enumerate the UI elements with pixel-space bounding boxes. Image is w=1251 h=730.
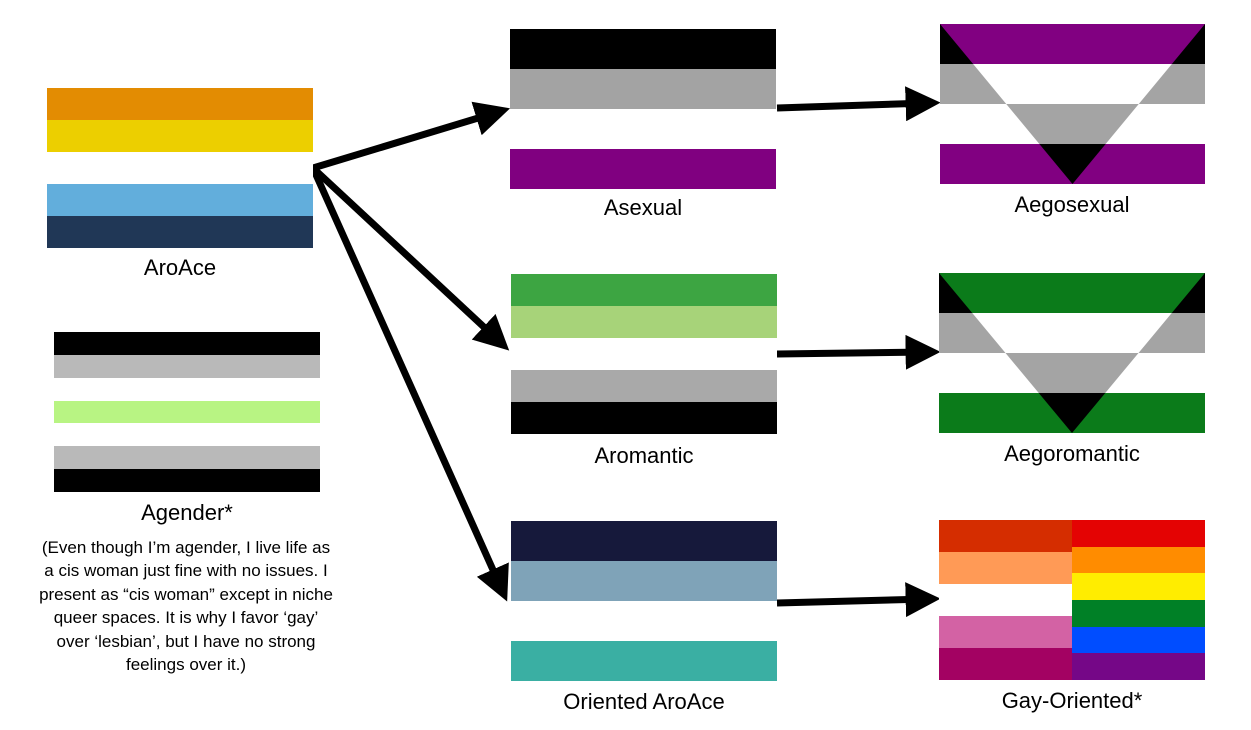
flag-stripe [47, 152, 313, 184]
gay-oriented-flag [939, 520, 1205, 680]
flag-stripe [1072, 599, 1205, 627]
flag-stripe [54, 377, 320, 401]
flag-stripe [511, 561, 777, 601]
flag-stripe [54, 446, 320, 470]
flag-stripe [1072, 626, 1205, 654]
flag-stripe [511, 521, 777, 561]
flag-stripe [511, 274, 777, 306]
flag-stripe [54, 332, 320, 355]
triangle-band [1039, 144, 1106, 184]
flag-stripe [939, 584, 1072, 616]
aegosexual-flag [940, 24, 1205, 184]
triangle-band [1038, 393, 1106, 433]
flag-stripe [510, 29, 776, 69]
triangle-band [939, 273, 1205, 313]
rainbow-flag-half [1072, 520, 1205, 680]
asexual-flag [510, 29, 776, 189]
flag-stripe [511, 641, 777, 681]
triangle-band [1005, 353, 1139, 393]
arrow-aroace-to-oriented-aroace [309, 166, 509, 602]
triangle-band [972, 313, 1172, 353]
triangle-band [1006, 104, 1139, 144]
arrow-aroace-to-aromantic [310, 165, 510, 351]
flag-stripe [939, 552, 1072, 584]
flag-stripe [1072, 546, 1205, 574]
asexual-label: Asexual [603, 195, 683, 220]
flag-stripe [510, 69, 776, 109]
flag-stripe [54, 400, 320, 424]
flag-stripe [510, 149, 776, 189]
flag-stripe [47, 88, 313, 120]
oriented-aroace-flag [511, 521, 777, 681]
arrow-aromantic-to-aegoromantic [776, 334, 941, 370]
flag-stripe [511, 338, 777, 370]
flag-stripe [54, 354, 320, 378]
aegoromantic-flag [939, 273, 1205, 433]
flag-stripe [511, 370, 777, 402]
flag-stripe [510, 109, 776, 149]
aroace-label: AroAce [143, 255, 217, 280]
aromantic-label: Aromantic [594, 443, 694, 468]
arrow-oriented-aroace-to-gay-oriented [776, 582, 941, 618]
agender-note: (Even though I’m agender, I live life as… [39, 538, 333, 675]
aroace-flag [47, 88, 313, 248]
aromantic-flag [511, 274, 777, 434]
oriented-aroace-label: Oriented AroAce [563, 689, 725, 714]
flag-stripe [47, 120, 313, 152]
flag-stripe [47, 216, 313, 248]
flag-stripe [54, 423, 320, 447]
flag-stripe [939, 616, 1072, 648]
agender-label: Agender* [141, 500, 233, 525]
inverted-triangle [939, 273, 1205, 433]
flag-stripe [1072, 653, 1205, 680]
agender-flag [54, 332, 320, 492]
aegoromantic-label: Aegoromantic [1004, 441, 1140, 466]
flag-stripe [939, 648, 1072, 680]
flag-stripe [1072, 520, 1205, 547]
flag-stripe [54, 469, 320, 492]
arrow-aroace-to-asexual [311, 101, 511, 172]
triangle-band [940, 24, 1205, 64]
inverted-triangle [940, 24, 1205, 184]
flag-stripe [511, 402, 777, 434]
flag-stripe [1072, 573, 1205, 600]
gay-oriented-label: Gay-Oriented* [1001, 688, 1143, 713]
aegosexual-label: Aegosexual [1014, 192, 1130, 217]
flag-stripe [511, 306, 777, 338]
arrow-asexual-to-aegosexual [776, 86, 941, 122]
flag-stripe [47, 184, 313, 216]
triangle-band [973, 64, 1172, 104]
flag-stripe [939, 520, 1072, 552]
lesbian-flag-half [939, 520, 1072, 680]
flag-stripe [511, 601, 777, 641]
